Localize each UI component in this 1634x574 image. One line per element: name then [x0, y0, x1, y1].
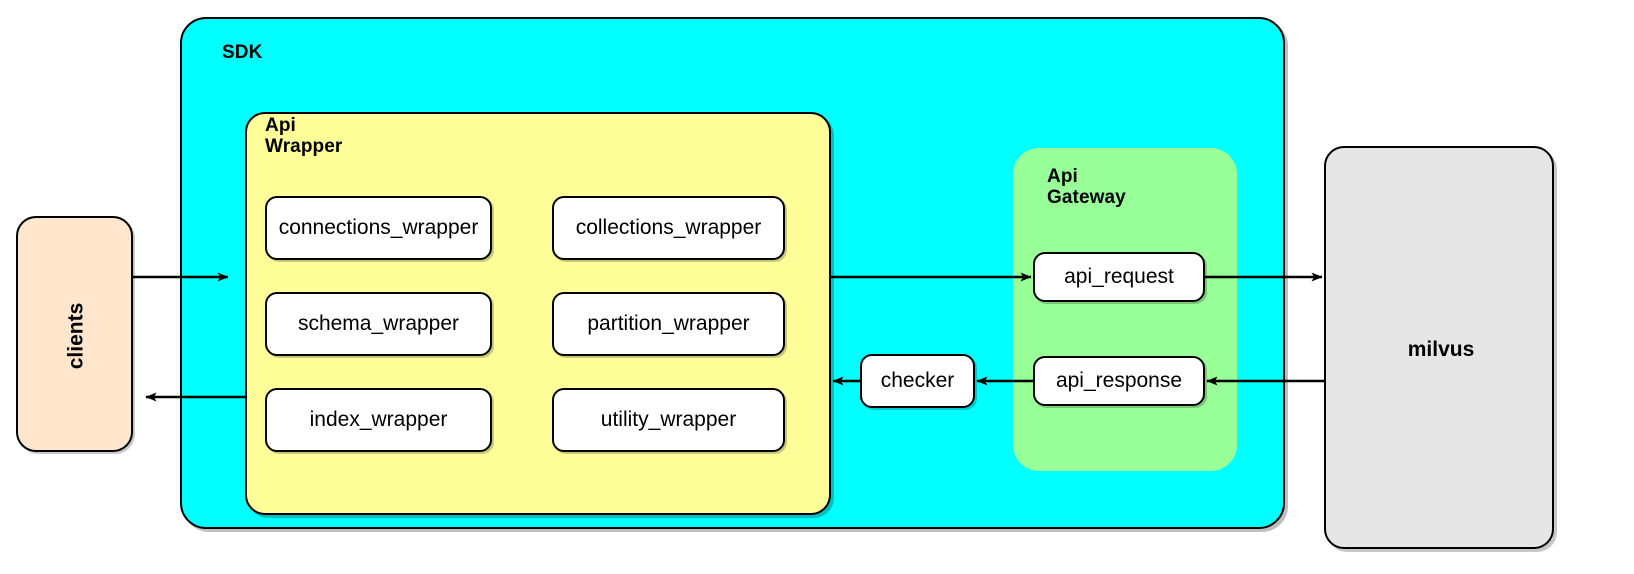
milvus-label: milvus: [1407, 337, 1475, 361]
clients-label-text: clients: [64, 302, 88, 370]
node-api-request[interactable]: api_request: [1033, 252, 1205, 302]
node-milvus[interactable]: milvus: [1324, 146, 1554, 549]
node-checker[interactable]: checker: [860, 354, 975, 408]
node-utility-wrapper[interactable]: utility_wrapper: [552, 388, 785, 452]
node-collections-wrapper[interactable]: collections_wrapper: [552, 196, 785, 260]
node-clients[interactable]: clients: [16, 216, 133, 452]
node-schema-wrapper[interactable]: schema_wrapper: [265, 292, 492, 356]
api-gateway-panel[interactable]: [1013, 148, 1237, 471]
node-index-wrapper[interactable]: index_wrapper: [265, 388, 492, 452]
clients-label: clients: [18, 218, 135, 454]
node-partition-wrapper[interactable]: partition_wrapper: [552, 292, 785, 356]
node-connections-wrapper[interactable]: connections_wrapper: [265, 196, 492, 260]
api-wrapper-panel-label: Api Wrapper: [265, 115, 343, 158]
sdk-panel-label: SDK: [222, 42, 263, 63]
api-gateway-panel-label: Api Gateway: [1047, 166, 1126, 209]
node-api-response[interactable]: api_response: [1033, 356, 1205, 406]
